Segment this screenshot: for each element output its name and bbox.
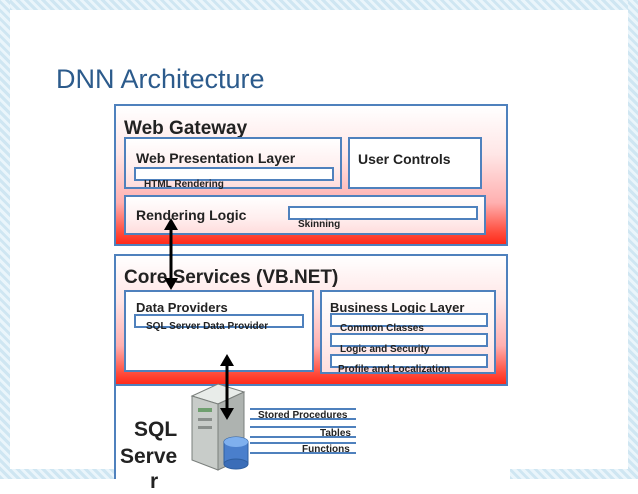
user-controls-box xyxy=(348,137,482,189)
skinning-bar xyxy=(288,206,478,220)
data-providers-label: Data Providers xyxy=(136,300,228,315)
tables-bar xyxy=(250,426,356,438)
sql-server-label-line3: r xyxy=(150,470,159,493)
business-logic-layer-label: Business Logic Layer xyxy=(330,300,465,315)
stored-procedures-bar xyxy=(250,408,356,420)
core-services-title: Core Services (VB.NET) xyxy=(124,267,339,288)
logic-and-security-label: Logic and Security xyxy=(340,344,430,355)
slide-border-top xyxy=(0,0,638,10)
functions-label: Functions xyxy=(302,444,350,455)
functions-bar xyxy=(250,442,356,454)
common-classes-label: Common Classes xyxy=(340,323,424,334)
sql-server-data-provider-bar xyxy=(134,314,304,328)
profile-and-localization-bar xyxy=(330,354,488,368)
html-rendering-label: HTML Rendering xyxy=(144,179,224,190)
skinning-label: Skinning xyxy=(298,219,341,230)
slide-border-right xyxy=(628,0,638,479)
sql-server-label-line1: SQL xyxy=(134,418,178,441)
slide-title: DNN Architecture xyxy=(56,64,265,94)
gateway-core-arrow-icon xyxy=(164,218,178,290)
slide-border-left xyxy=(0,0,10,479)
common-classes-bar xyxy=(330,313,488,327)
logic-and-security-bar xyxy=(330,333,488,347)
user-controls-label: User Controls xyxy=(358,151,451,167)
sql-server-data-provider-label: SQL Server Data Provider xyxy=(146,321,269,332)
core-sql-arrow-icon xyxy=(220,354,234,420)
web-presentation-layer-label: Web Presentation Layer xyxy=(136,150,296,166)
html-rendering-bar xyxy=(134,167,334,181)
sql-server-label-line2: Serve xyxy=(120,445,178,468)
tables-label: Tables xyxy=(320,428,351,439)
web-gateway-title: Web Gateway xyxy=(124,118,248,139)
rendering-logic-label: Rendering Logic xyxy=(136,207,247,223)
data-providers-box xyxy=(124,290,314,372)
profile-and-localization-label: Profile and Localization xyxy=(338,364,451,375)
stored-procedures-label: Stored Procedures xyxy=(258,410,348,421)
